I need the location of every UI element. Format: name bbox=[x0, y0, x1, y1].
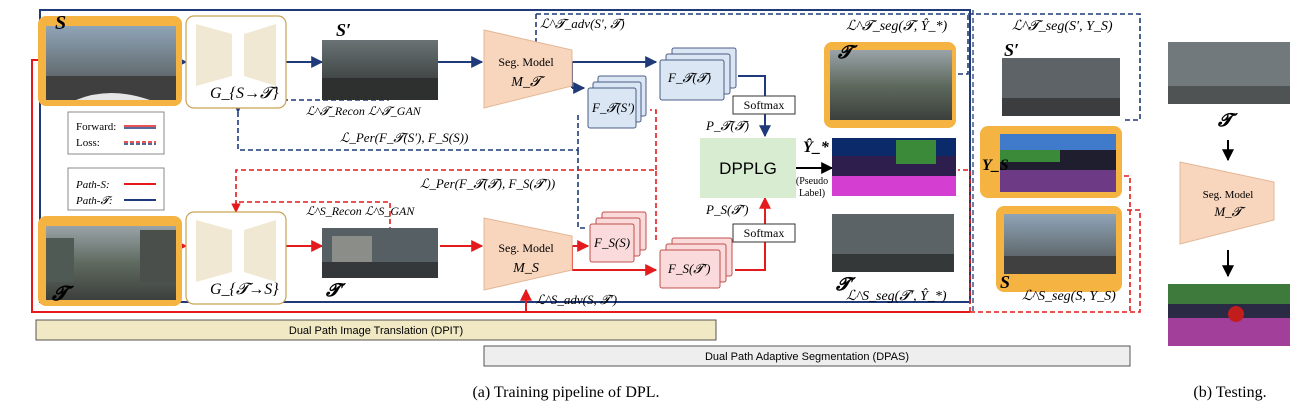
softmax-top bbox=[732, 95, 796, 115]
image-t-segloss bbox=[824, 42, 956, 128]
generator-s-to-t-label: G_{S→𝓣} bbox=[210, 85, 279, 102]
label-s-prime-right: S′ bbox=[1004, 40, 1019, 60]
dpplg-box bbox=[700, 138, 796, 198]
legend-path-s: Path-S: bbox=[75, 179, 110, 191]
label-s-right: S bbox=[1000, 272, 1010, 292]
loss-seg-t: ℒ^𝓣_seg(𝓣, Ŷ_*) bbox=[846, 17, 948, 34]
image-t-prime bbox=[322, 228, 438, 278]
f-t-s-prime-label: F_𝓣(S′) bbox=[591, 100, 634, 115]
dpas-bar-label: Dual Path Adaptive Segmentation (DPAS) bbox=[705, 351, 909, 363]
loss-seg-s: ℒ^S_seg(S, Y_S) bbox=[1022, 289, 1116, 304]
legend bbox=[67, 111, 165, 211]
feature-stack-f-t-s-prime bbox=[587, 75, 647, 129]
f-s-t-prime-label: F_S(𝓣′) bbox=[667, 261, 710, 276]
loss-recon-gan-s: ℒ^S_Recon ℒ^S_GAN bbox=[306, 204, 415, 218]
image-s-source bbox=[38, 16, 182, 106]
f-t-t-label: F_𝓣(𝓣) bbox=[667, 70, 711, 85]
p-t-label: P_𝓣(𝓣) bbox=[705, 118, 749, 133]
label-s: S bbox=[55, 12, 66, 34]
dpit-bar bbox=[35, 319, 717, 341]
seg-model-t-name: Seg. Model bbox=[498, 55, 554, 69]
seg-model-t-sub: M_𝓣 bbox=[510, 75, 546, 90]
seg-model-t bbox=[483, 29, 573, 109]
label-y-s: Y_S bbox=[982, 157, 1009, 174]
caption-a: (a) Training pipeline of DPL. bbox=[472, 384, 659, 401]
pseudo-label-line1: (Pseudo bbox=[796, 176, 828, 187]
image-s-right bbox=[996, 206, 1122, 292]
legend-loss: Loss: bbox=[76, 137, 100, 149]
softmax-bottom-label: Softmax bbox=[744, 226, 785, 240]
dpplg-label: DPPLG bbox=[719, 159, 777, 178]
y-star-label: Ŷ_* bbox=[803, 137, 830, 156]
softmax-bottom bbox=[732, 223, 796, 243]
path-s-loss-lines bbox=[231, 109, 1141, 313]
test-seg-model-sub: M_𝓣 bbox=[1213, 204, 1245, 219]
feature-stack-f-s-t-prime bbox=[659, 237, 733, 289]
seg-model-s-sub: M_S bbox=[512, 261, 539, 276]
image-t-prime-right bbox=[832, 214, 954, 272]
seg-model-s bbox=[483, 217, 573, 291]
image-s-prime bbox=[322, 40, 438, 100]
image-pseudo-label bbox=[832, 138, 956, 196]
test-label-t: 𝓣 bbox=[1217, 110, 1238, 130]
generator-t-to-s-label: G_{𝓣→S} bbox=[210, 281, 279, 298]
test-seg-model-name: Seg. Model bbox=[1203, 189, 1254, 201]
generator-s-to-t bbox=[185, 15, 287, 109]
label-t-prime: 𝓣′ bbox=[325, 280, 346, 300]
image-s-prime-right bbox=[1002, 58, 1120, 116]
legend-path-t: Path-𝓣: bbox=[75, 195, 113, 207]
f-s-s-label: F_S(S) bbox=[593, 235, 630, 250]
test-output-segmentation bbox=[1168, 284, 1290, 346]
pseudo-label-line2: Label) bbox=[799, 188, 825, 199]
loss-seg-s-prime: ℒ^𝓣_seg(S′, Y_S) bbox=[1012, 19, 1113, 34]
softmax-top-label: Softmax bbox=[744, 98, 785, 112]
feature-stack-f-s-s bbox=[589, 211, 647, 263]
seg-model-s-name: Seg. Model bbox=[498, 241, 554, 255]
loss-recon-gan-t: ℒ^𝓣_Recon ℒ^𝓣_GAN bbox=[306, 104, 422, 118]
caption-b: (b) Testing. bbox=[1193, 384, 1266, 401]
loss-per-top: ℒ_Per(F_𝓣(S′), F_S(S)) bbox=[340, 130, 468, 145]
generator-t-to-s bbox=[185, 211, 287, 305]
feature-stack-f-t-t bbox=[659, 47, 737, 101]
dpas-bar bbox=[483, 345, 1131, 367]
image-t-target bbox=[38, 216, 182, 306]
loss-per-bottom: ℒ_Per(F_𝓣(𝓣), F_S(𝓣′)) bbox=[420, 176, 555, 191]
test-seg-model bbox=[1179, 161, 1275, 245]
dpit-bar-label: Dual Path Image Translation (DPIT) bbox=[289, 325, 463, 337]
image-y-s bbox=[980, 126, 1122, 198]
label-s-prime: S′ bbox=[336, 20, 351, 40]
test-image-t bbox=[1168, 42, 1290, 104]
label-t-prime-right: 𝓣′ bbox=[835, 274, 856, 294]
p-s-label: P_S(𝓣′) bbox=[705, 202, 748, 217]
loss-seg-t-prime: ℒ^S_seg(𝓣′, Ŷ_*) bbox=[846, 287, 947, 304]
legend-forward: Forward: bbox=[76, 121, 116, 133]
loss-adv-s: ℒ^S_adv(S, 𝓣′) bbox=[536, 292, 617, 307]
loss-adv-t: ℒ^𝓣_adv(S′, 𝓣) bbox=[540, 16, 625, 31]
